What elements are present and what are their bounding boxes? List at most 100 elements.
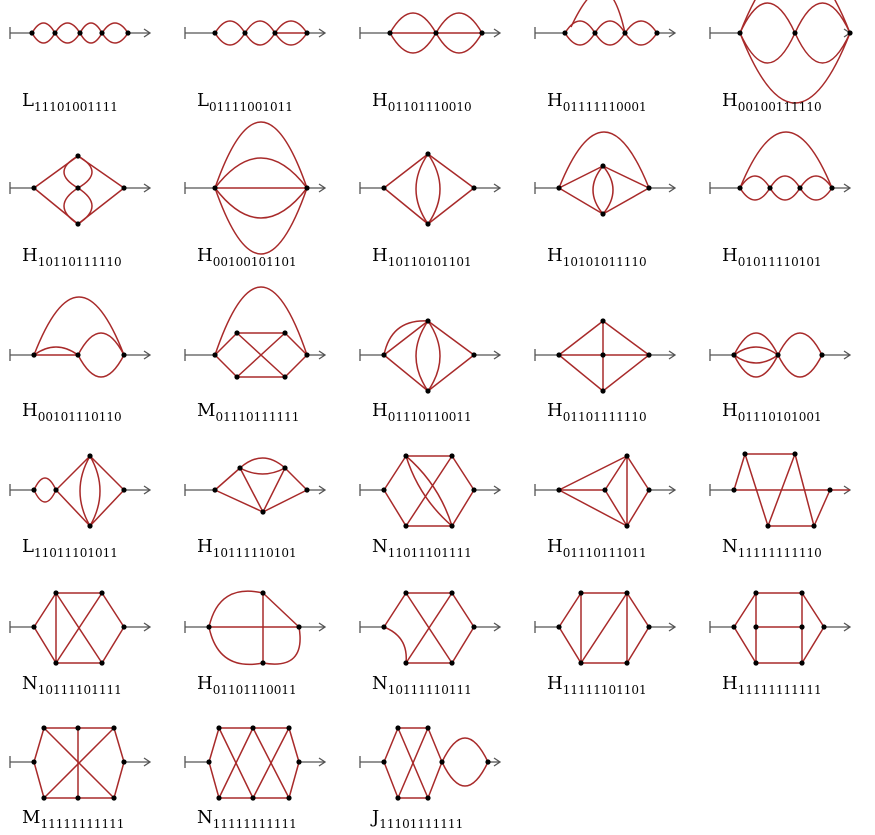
- diagram-label: N11111111111: [197, 807, 297, 831]
- vertex-dot: [811, 523, 817, 529]
- propagator-line: [77, 155, 93, 189]
- propagator-line: [427, 354, 475, 392]
- propagator-line: [89, 489, 125, 527]
- vertex-dot: [753, 590, 759, 596]
- arrow-head-icon: [843, 183, 852, 193]
- propagator-line: [799, 175, 833, 189]
- vertex-dot: [381, 624, 387, 630]
- diagram-subscript: 01110110011: [388, 410, 472, 424]
- propagator-line: [558, 592, 582, 628]
- diagram-label: J11101111111: [370, 807, 463, 831]
- propagator-line: [214, 467, 241, 491]
- diagram-subscript: 10101011110: [563, 255, 647, 269]
- vertex-dot: [286, 725, 292, 731]
- vertex-dot: [381, 352, 387, 358]
- vertex-dot: [600, 352, 606, 358]
- propagator-line: [405, 455, 453, 527]
- propagator-line: [101, 32, 129, 44]
- propagator-line: [55, 489, 91, 527]
- propagator-line: [284, 354, 308, 378]
- vertex-dot: [304, 487, 310, 493]
- diagram-subscript: 10111110101: [213, 546, 297, 560]
- vertex-dot: [479, 30, 485, 36]
- propagator-line: [236, 332, 286, 378]
- feynman-diagram: [359, 725, 502, 801]
- propagator-line: [733, 346, 779, 356]
- feynman-diagram: [359, 590, 502, 666]
- diagram-label: H00100111110: [722, 90, 822, 114]
- propagator-line: [214, 286, 308, 356]
- propagator-line: [43, 727, 115, 799]
- propagator-line: [801, 626, 825, 664]
- vertex-dot: [602, 487, 608, 493]
- vertex-dot: [304, 30, 310, 36]
- vertex-dot: [31, 759, 37, 765]
- propagator-line: [626, 592, 650, 628]
- vertex-dot: [206, 624, 212, 630]
- propagator-line: [427, 727, 443, 763]
- vertex-dot: [403, 523, 409, 529]
- feynman-diagram: [709, 451, 852, 529]
- vertex-dot: [282, 465, 288, 471]
- feynman-diagram: [9, 725, 152, 801]
- vertex-dot: [395, 725, 401, 731]
- diagram-letter: H: [722, 90, 738, 111]
- vertex-dot: [260, 509, 266, 515]
- propagator-line: [602, 165, 614, 215]
- propagator-line: [801, 592, 825, 628]
- propagator-line: [777, 354, 823, 378]
- arrow-head-icon: [843, 350, 852, 360]
- feynman-diagram: [709, 0, 853, 104]
- propagator-line: [739, 0, 851, 34]
- vertex-dot: [395, 795, 401, 801]
- diagram-label: H10110111110: [22, 245, 122, 269]
- feynman-diagram: [359, 12, 502, 54]
- diagram-subscript: 11011101111: [388, 546, 472, 560]
- propagator-line: [744, 453, 769, 527]
- propagator-line: [89, 455, 101, 527]
- propagator-line: [252, 727, 290, 799]
- propagator-line: [101, 592, 125, 628]
- arrow-head-icon: [143, 183, 152, 193]
- vertex-dot: [731, 352, 737, 358]
- arrow-head-icon: [318, 28, 327, 38]
- propagator-line: [427, 320, 475, 356]
- diagram-subscript: 10111110111: [388, 683, 472, 697]
- vertex-dot: [282, 374, 288, 380]
- diagram-label: H01110110011: [372, 400, 472, 424]
- vertex-dot: [471, 352, 477, 358]
- vertex-dot: [282, 330, 288, 336]
- vertex-dot: [75, 221, 81, 227]
- propagator-line: [33, 626, 57, 664]
- feynman-diagram: [709, 131, 852, 201]
- diagram-label: H00101110110: [22, 400, 122, 424]
- arrow-head-icon: [668, 28, 677, 38]
- vertex-dot: [381, 487, 387, 493]
- diagram-letter: N: [22, 673, 38, 694]
- vertex-dot: [471, 185, 477, 191]
- vertex-dot: [439, 759, 445, 765]
- vertex-dot: [425, 795, 431, 801]
- propagator-line: [77, 332, 125, 356]
- vertex-dot: [624, 660, 630, 666]
- propagator-line: [214, 32, 246, 46]
- propagator-line: [218, 727, 254, 799]
- vertex-dot: [425, 318, 431, 324]
- propagator-line: [383, 626, 407, 664]
- diagram-letter: L: [22, 536, 34, 557]
- diagram-label: N11111111110: [722, 536, 822, 560]
- propagator-line: [208, 727, 220, 763]
- propagator-line: [799, 187, 833, 201]
- feynman-diagram: [184, 725, 327, 801]
- diagram-subscript: 11111111110: [738, 546, 822, 560]
- vertex-dot: [765, 523, 771, 529]
- vertex-dot: [742, 451, 748, 457]
- arrow-head-icon: [143, 28, 152, 38]
- diagram-letter: H: [372, 245, 388, 266]
- vertex-dot: [296, 759, 302, 765]
- vertex-dot: [216, 725, 222, 731]
- propagator-line: [604, 489, 628, 527]
- propagator-line: [451, 592, 475, 628]
- diagram-letter: H: [22, 400, 38, 421]
- vertex-dot: [556, 487, 562, 493]
